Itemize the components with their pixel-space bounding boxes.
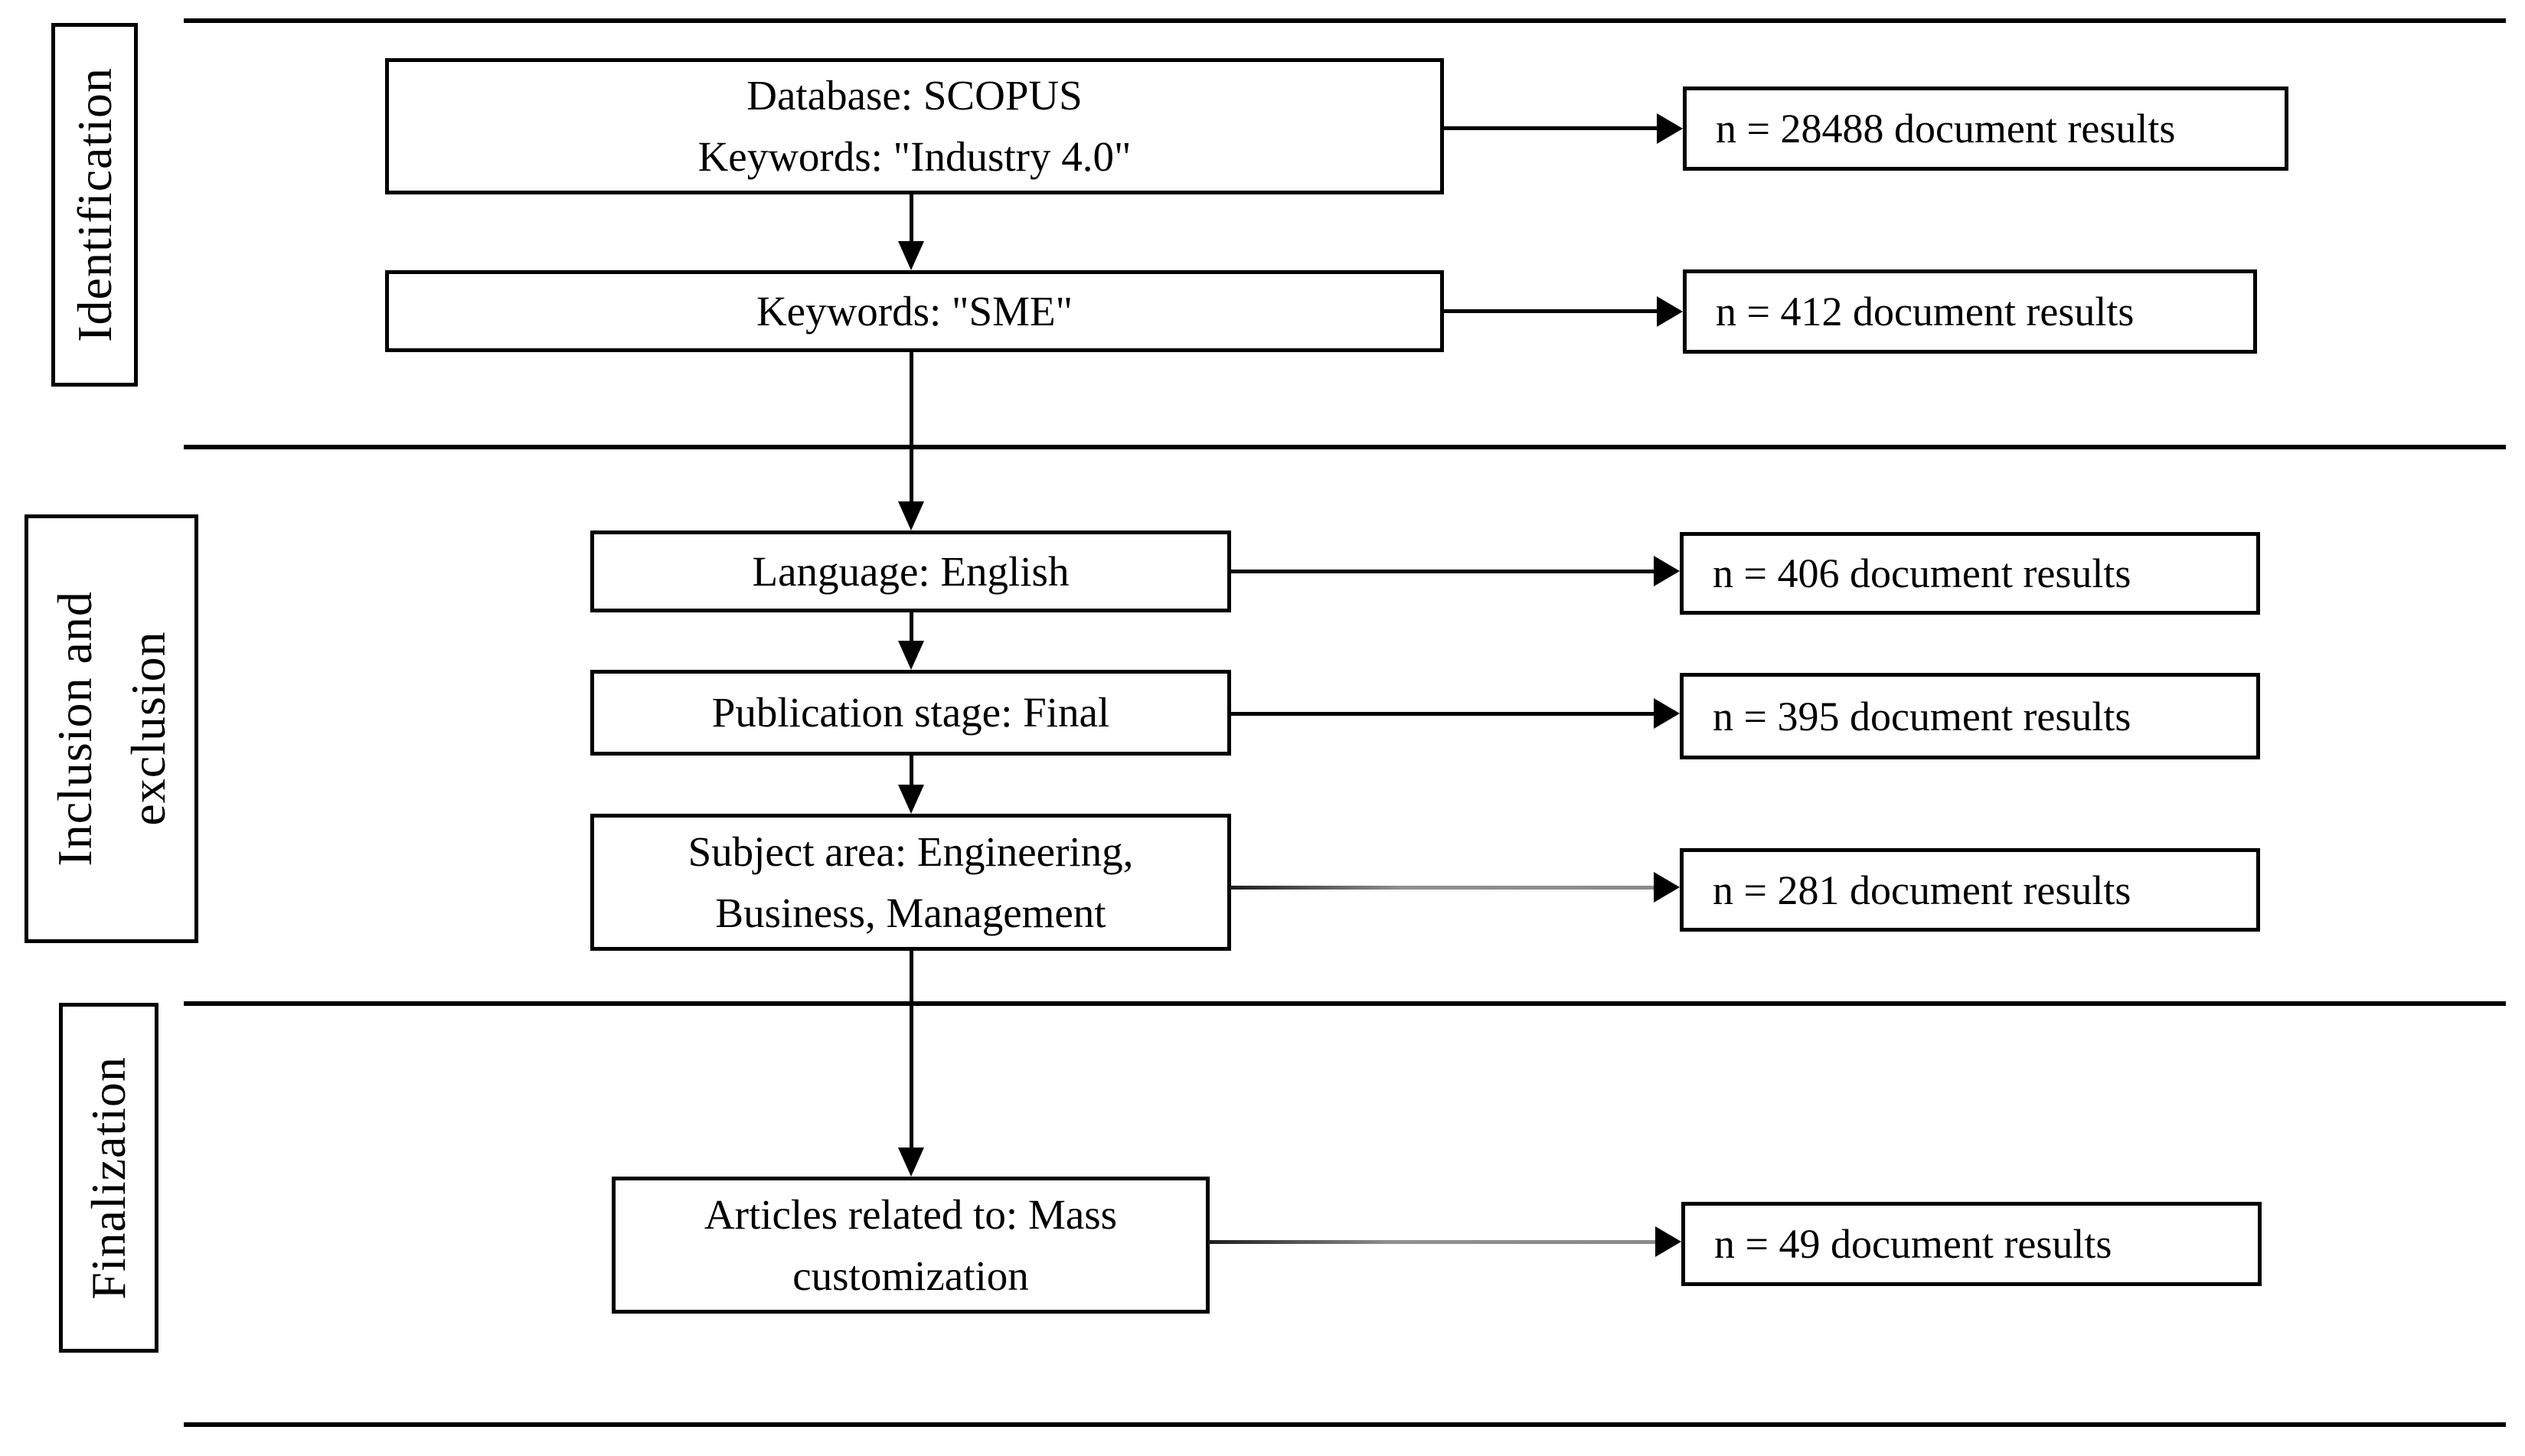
arrow-down-3-line bbox=[910, 611, 913, 643]
flow-box-subject-area: Subject area: Engineering, Business, Man… bbox=[590, 814, 1231, 951]
arrow-right-5-line bbox=[1230, 886, 1655, 890]
stage-label-text: Finalization bbox=[81, 1056, 136, 1300]
arrow-down-5-head-icon bbox=[898, 1147, 924, 1177]
arrow-right-3-line bbox=[1230, 570, 1655, 573]
arrow-down-1-head-icon bbox=[898, 241, 924, 270]
flow-box-text: Database: SCOPUS Keywords: "Industry 4.0… bbox=[697, 72, 1132, 180]
arrow-right-4-line bbox=[1230, 712, 1655, 716]
result-box-412: n = 412 document results bbox=[1683, 269, 2257, 354]
arrow-right-2-head-icon bbox=[1657, 296, 1683, 327]
arrow-right-6-line bbox=[1208, 1240, 1657, 1244]
section-rule-after-identification bbox=[184, 445, 2506, 449]
stage-label-identification: Identification bbox=[51, 23, 138, 387]
section-rule-bottom bbox=[184, 1422, 2506, 1427]
arrow-down-1-line bbox=[910, 193, 913, 243]
arrow-right-5-head-icon bbox=[1654, 872, 1680, 903]
result-box-49: n = 49 document results bbox=[1681, 1202, 2262, 1286]
flow-box-text: Keywords: "SME" bbox=[756, 287, 1073, 335]
flow-box-text: Articles related to: Mass customization bbox=[704, 1190, 1118, 1299]
arrow-right-6-head-icon bbox=[1655, 1226, 1681, 1257]
stage-label-text: Inclusion and exclusion bbox=[47, 591, 175, 867]
arrow-down-2-head-icon bbox=[898, 501, 924, 530]
arrow-right-3-head-icon bbox=[1654, 556, 1680, 586]
arrow-right-1-line bbox=[1442, 126, 1658, 130]
arrow-right-1-head-icon bbox=[1657, 113, 1683, 144]
arrow-down-3-head-icon bbox=[898, 641, 924, 670]
flow-box-language-english: Language: English bbox=[590, 530, 1231, 612]
result-box-28488: n = 28488 document results bbox=[1683, 87, 2288, 171]
flow-box-text: Publication stage: Final bbox=[711, 689, 1110, 736]
result-text: n = 281 document results bbox=[1713, 867, 2131, 913]
stage-label-inclusion-exclusion: Inclusion and exclusion bbox=[24, 514, 198, 943]
arrow-right-4-head-icon bbox=[1654, 698, 1680, 729]
arrow-right-2-line bbox=[1442, 309, 1658, 313]
flow-box-database-keywords: Database: SCOPUS Keywords: "Industry 4.0… bbox=[385, 58, 1444, 194]
arrow-down-4-head-icon bbox=[898, 785, 924, 814]
flow-box-text: Language: English bbox=[752, 547, 1070, 595]
result-box-395: n = 395 document results bbox=[1680, 673, 2260, 759]
stage-label-text: Identification bbox=[67, 67, 122, 342]
flow-box-keywords-sme: Keywords: "SME" bbox=[385, 270, 1444, 352]
flow-box-text: Subject area: Engineering, Business, Man… bbox=[688, 828, 1134, 936]
arrow-down-4-line bbox=[910, 754, 913, 787]
section-rule-top bbox=[184, 18, 2506, 23]
result-text: n = 49 document results bbox=[1714, 1221, 2112, 1267]
result-text: n = 406 document results bbox=[1713, 550, 2131, 596]
arrow-down-5-line bbox=[910, 949, 913, 1150]
result-text: n = 28488 document results bbox=[1716, 106, 2176, 152]
result-text: n = 395 document results bbox=[1713, 693, 2131, 739]
result-box-406: n = 406 document results bbox=[1680, 532, 2260, 615]
stage-label-finalization: Finalization bbox=[59, 1003, 158, 1353]
flow-box-articles-mass-customization: Articles related to: Mass customization bbox=[612, 1177, 1210, 1314]
arrow-down-2-line bbox=[910, 351, 913, 504]
result-text: n = 412 document results bbox=[1716, 289, 2135, 335]
result-box-281: n = 281 document results bbox=[1680, 848, 2260, 932]
section-rule-after-inclusion-exclusion bbox=[184, 1001, 2506, 1006]
flow-box-publication-stage: Publication stage: Final bbox=[590, 670, 1231, 756]
